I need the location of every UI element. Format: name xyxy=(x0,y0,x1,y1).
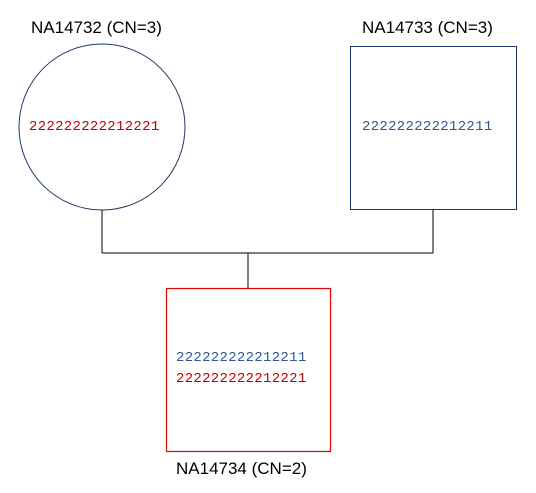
child-paternal-sequence: 222222222212211 xyxy=(176,350,307,366)
father-label: NA14733 (CN=3) xyxy=(362,18,493,37)
father-square xyxy=(350,46,517,210)
child-maternal-sequence: 222222222212221 xyxy=(176,371,307,387)
father-sequence: 222222222212211 xyxy=(362,119,493,135)
child-label: NA14734 (CN=2) xyxy=(176,459,307,478)
mother-label: NA14732 (CN=3) xyxy=(31,18,162,37)
mother-sequence: 222222222212221 xyxy=(29,119,160,135)
child-square xyxy=(165,287,332,453)
